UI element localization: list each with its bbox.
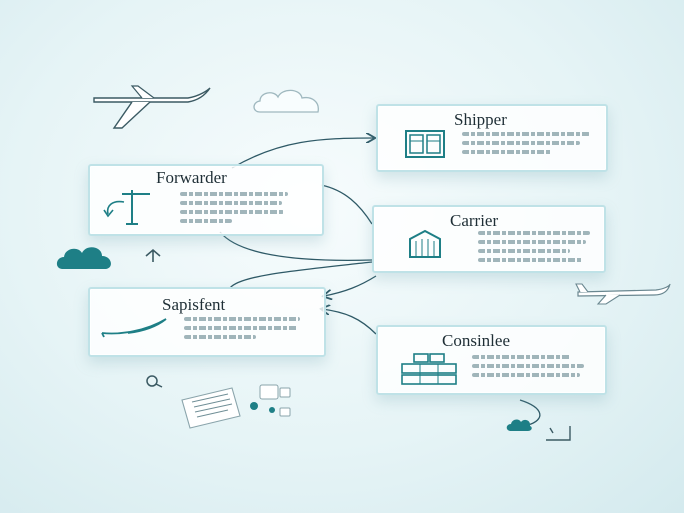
node-consinlee: Consinlee — [376, 325, 607, 395]
arrow-up-icon — [145, 248, 161, 262]
node-carrier-text — [478, 231, 590, 267]
node-sapisfent-title: Sapisfent — [162, 295, 226, 314]
node-carrier-title: Carrier — [450, 211, 499, 230]
document-icon — [181, 387, 241, 429]
arrow-corner-icon — [546, 426, 571, 441]
device-icons — [250, 384, 291, 417]
node-consinlee-title: Consinlee — [442, 331, 510, 350]
connector-forwarder-sapisfent — [219, 231, 373, 261]
container-stack-icon — [401, 353, 457, 385]
airplane-icon — [93, 85, 211, 129]
cloud-teal-small-icon — [506, 419, 532, 431]
node-forwarder: Forwarder — [88, 164, 324, 236]
connector-forwarder-carrier — [320, 184, 373, 225]
connector-consinlee-pin — [519, 399, 541, 426]
cloud-teal-icon — [56, 247, 111, 269]
airplane-small-icon — [575, 283, 671, 305]
node-forwarder-text — [180, 192, 288, 228]
node-carrier: Carrier — [372, 205, 606, 273]
pin-icon — [146, 375, 163, 388]
connector-sapisfent-carrier — [324, 275, 377, 296]
cloud-icon — [253, 89, 319, 113]
node-sapisfent: Sapisfent — [88, 287, 326, 357]
connector-forwarder-shipper — [231, 138, 374, 169]
warehouse-door-icon — [405, 130, 445, 158]
node-sapisfent-text — [184, 317, 300, 344]
node-forwarder-title: Forwarder — [156, 168, 227, 187]
node-shipper-title: Shipper — [454, 110, 507, 129]
connector-carrier-sapisfent — [229, 261, 373, 289]
crane-icon — [103, 190, 150, 225]
node-consinlee-text — [472, 355, 584, 382]
node-shipper-text — [462, 132, 590, 159]
connector-consinlee-sapisfent — [322, 309, 377, 335]
ship-hull-icon — [101, 318, 167, 338]
node-shipper: Shipper — [376, 104, 608, 172]
cargo-building-icon — [409, 229, 441, 258]
